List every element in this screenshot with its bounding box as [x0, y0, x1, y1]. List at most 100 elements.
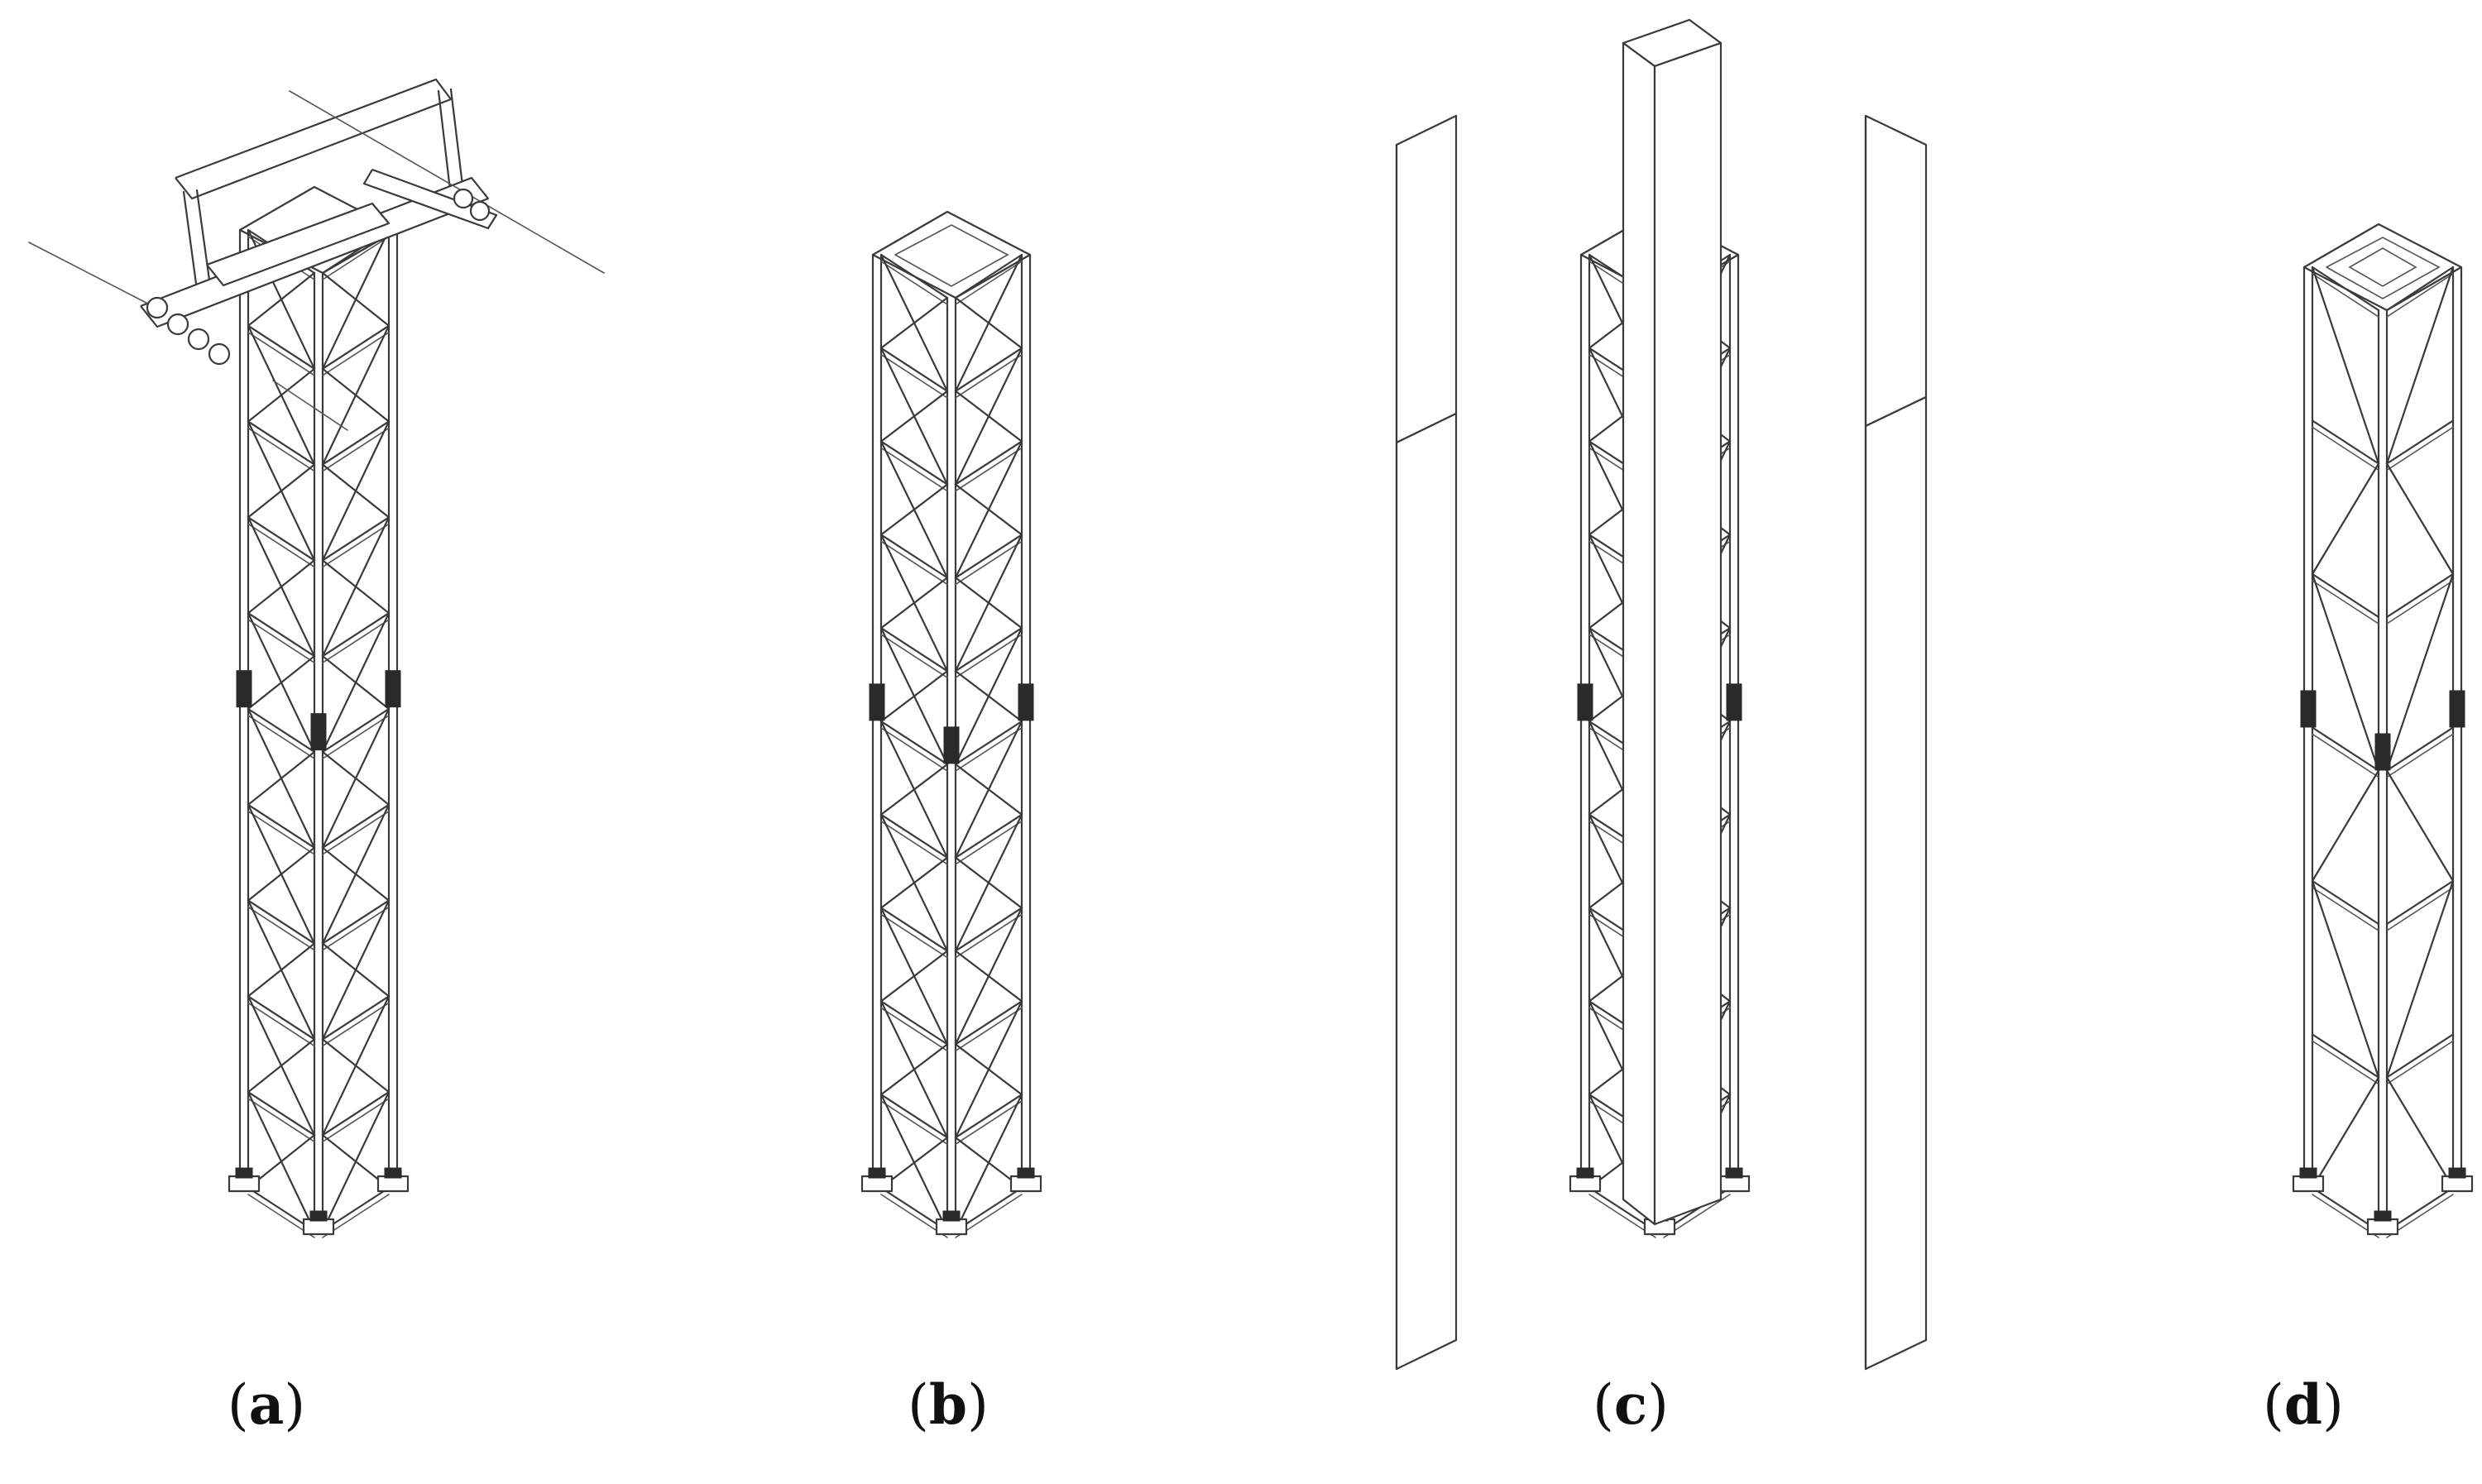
base-bolt: [2299, 1167, 2317, 1179]
tower-diagonal: [954, 720, 1023, 859]
tower-diagonal: [247, 463, 316, 519]
tower-horizontal: [321, 516, 391, 562]
tower-horizontal: [321, 995, 391, 1041]
tower-horizontal: [247, 906, 315, 951]
tower-horizontal: [247, 427, 315, 472]
tower-diagonal: [321, 899, 391, 1041]
caption-c: (c): [1593, 1372, 1669, 1437]
cable: [289, 90, 605, 274]
tower-horizontal: [247, 715, 315, 759]
cladding-left-lower: [1395, 412, 1458, 1371]
tower-horizontal: [247, 331, 315, 376]
tower-horizontal: [955, 447, 1023, 492]
tower-horizontal: [321, 420, 391, 466]
tower-diagonal: [954, 1000, 1023, 1139]
splice-plate: [310, 713, 327, 751]
tower-horizontal: [880, 261, 948, 305]
top-hatch: [2348, 247, 2417, 287]
tower-horizontal: [247, 810, 315, 855]
tower-horizontal: [2386, 580, 2454, 625]
tower-horizontal: [2386, 887, 2454, 931]
tower-diagonal: [321, 516, 391, 658]
splice-plate: [943, 726, 960, 764]
base-plate: [302, 1218, 335, 1236]
insulator: [146, 296, 169, 319]
tower-diagonal: [321, 612, 391, 754]
tower-diagonal: [2385, 572, 2455, 772]
splice-plate: [1726, 683, 1742, 721]
caption-a: (a): [227, 1372, 306, 1437]
tower-horizontal: [247, 899, 316, 945]
tower-horizontal: [322, 715, 390, 759]
gantry-post: [437, 89, 453, 199]
tower-horizontal: [247, 619, 315, 664]
insulator: [453, 188, 474, 209]
panel-a-tower-with-gantry: [28, 78, 605, 1238]
tower-horizontal: [954, 627, 1023, 673]
tower-diagonal: [247, 367, 316, 423]
tower-diagonal: [2385, 462, 2455, 576]
base-plate: [2441, 1175, 2474, 1193]
tower-horizontal: [879, 813, 949, 859]
tower-horizontal: [880, 447, 948, 492]
tower-horizontal: [954, 907, 1023, 952]
tower-horizontal: [2385, 1033, 2455, 1079]
splice-plate: [236, 670, 252, 708]
insulator: [208, 342, 231, 366]
panel-d-tower-diagonal-bracing: [2292, 223, 2474, 1238]
tower-horizontal: [879, 440, 949, 486]
tower-horizontal: [955, 1007, 1023, 1052]
cross-arm-brace: [206, 202, 391, 287]
tower-diagonal: [247, 1038, 316, 1094]
tower-horizontal: [247, 1091, 316, 1137]
base-plate: [935, 1218, 968, 1236]
tower-horizontal: [880, 727, 948, 772]
tower-horizontal: [2312, 426, 2379, 472]
tower-horizontal: [2312, 887, 2379, 931]
tower-diagonal: [2311, 462, 2380, 576]
tower-diagonal: [247, 655, 316, 711]
tower-diagonal: [879, 1043, 949, 1096]
splice-plate: [869, 683, 885, 721]
tower-diagonal: [321, 995, 391, 1137]
tower-horizontal: [879, 720, 949, 766]
gantry-post: [449, 88, 465, 194]
tower-horizontal: [2386, 273, 2454, 318]
tower-diagonal: [321, 228, 391, 370]
tower-diagonal: [2311, 572, 2380, 772]
tower-horizontal: [954, 1000, 1023, 1046]
tower-horizontal: [879, 627, 949, 673]
tower-top-inner: [2326, 237, 2441, 299]
tower-diagonal: [321, 324, 391, 466]
tower-diagonal: [954, 813, 1023, 952]
tower-horizontal: [321, 612, 391, 658]
tower-horizontal: [879, 347, 949, 392]
tower-horizontal: [879, 253, 949, 299]
cable: [28, 242, 166, 314]
tower-horizontal: [880, 820, 948, 865]
tower-diagonal: [879, 577, 949, 630]
tower-diagonal: [247, 750, 316, 806]
tower-horizontal: [2386, 1040, 2454, 1085]
tower-diagonal: [247, 942, 316, 998]
base-bolt: [868, 1167, 886, 1179]
tower-horizontal: [322, 619, 390, 664]
tower-horizontal: [955, 634, 1023, 679]
splice-plate: [1577, 683, 1593, 721]
base-bolt: [1017, 1167, 1035, 1179]
caption-b: (b): [908, 1372, 989, 1437]
tower-horizontal: [247, 612, 316, 658]
tower-diagonal: [954, 253, 1023, 392]
tower-diagonal: [321, 1091, 391, 1233]
tower-horizontal: [880, 540, 948, 586]
panel-c-tower-with-cladding: [1395, 18, 1928, 1371]
gantry-post: [182, 190, 200, 304]
tower-diagonal: [954, 440, 1023, 579]
tower-horizontal: [880, 634, 948, 679]
tower-horizontal: [322, 1002, 390, 1047]
tower-horizontal: [321, 707, 391, 754]
tower-diagonal: [954, 627, 1023, 766]
tower-horizontal: [879, 534, 949, 579]
tower-diagonal: [2311, 1076, 2380, 1190]
